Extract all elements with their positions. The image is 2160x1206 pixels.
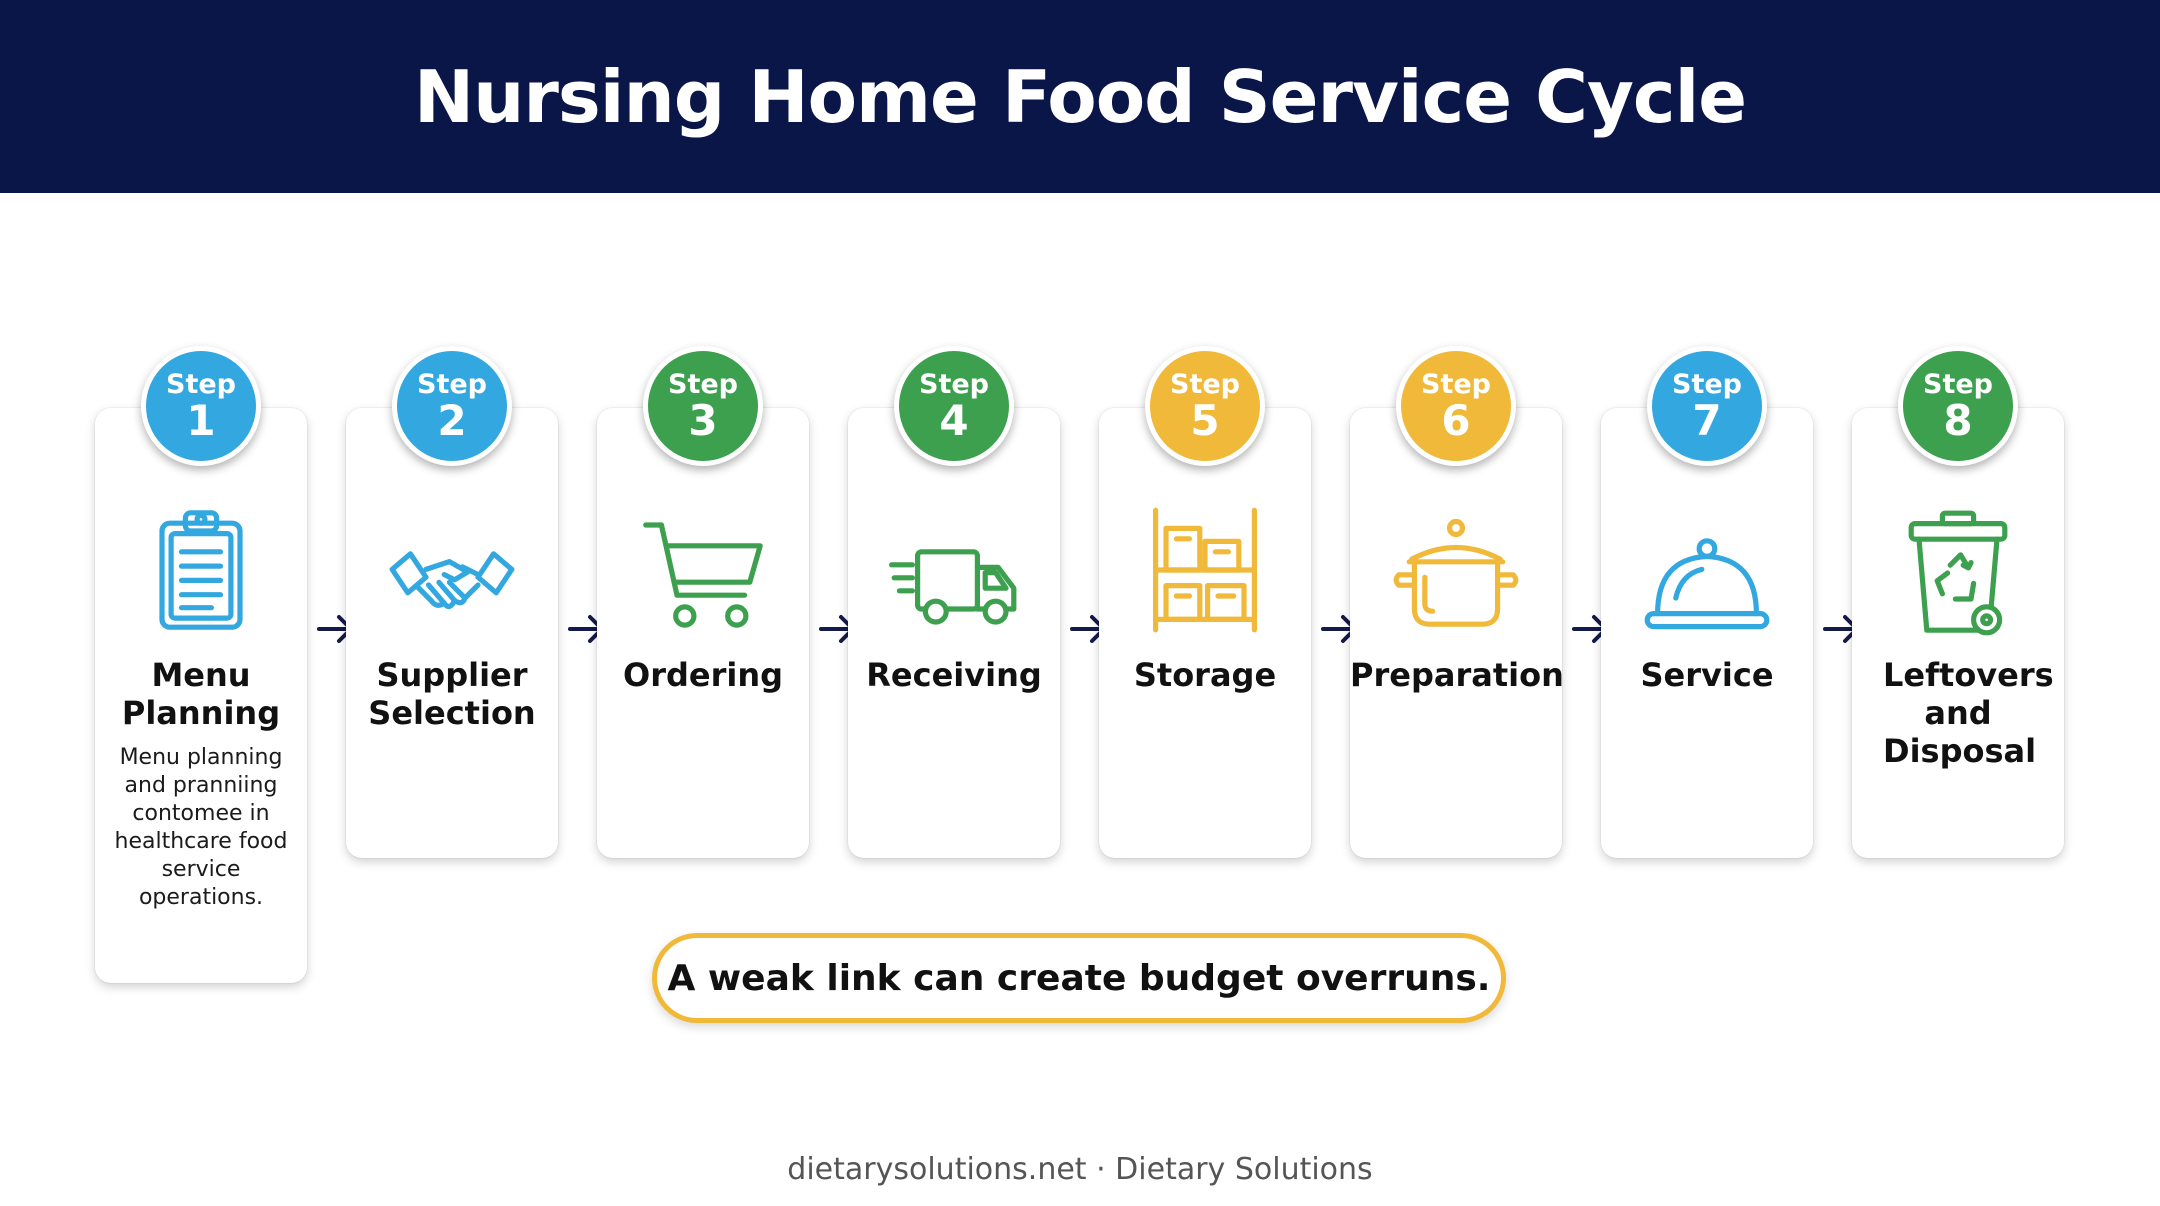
cooking-pot-icon [1386, 515, 1526, 645]
step-word: Step [668, 369, 738, 400]
step-number: 1 [186, 396, 216, 445]
callout-box: A weak link can create budget overruns. [652, 933, 1506, 1023]
step-title: Receiving [866, 656, 1042, 694]
step-number: 8 [1943, 396, 1973, 445]
step-card [1099, 408, 1311, 858]
step-title: Service [1640, 656, 1774, 694]
step-title: Leftovers and Disposal [1883, 656, 2054, 770]
step-description: Menu planning and pranniing contomee in … [114, 745, 288, 910]
recycle-bin-icon [1888, 508, 2028, 638]
shopping-cart-icon [633, 512, 773, 642]
step-number: 5 [1190, 396, 1220, 445]
step-word: Step [1923, 369, 1993, 400]
step-title: Menu Planning [121, 656, 281, 732]
header-banner: Nursing Home Food Service Cycle [0, 0, 2160, 193]
step-word: Step [166, 369, 236, 400]
step-card [597, 408, 809, 858]
delivery-truck-icon [884, 518, 1024, 648]
step-title: Supplier Selection [368, 656, 536, 732]
step-number: 7 [1692, 396, 1722, 445]
step-number: 2 [437, 396, 467, 445]
step-title: Storage [1133, 656, 1277, 694]
page-title: Nursing Home Food Service Cycle [413, 54, 1747, 139]
step-card [848, 408, 1060, 858]
step-card [346, 408, 558, 858]
step-card [1852, 408, 2064, 858]
handshake-icon [382, 520, 522, 650]
step-number: 3 [688, 396, 718, 445]
step-card [1601, 408, 1813, 858]
footer-credit: dietarysolutions.net · Dietary Solutions [787, 1152, 1373, 1187]
step-word: Step [1672, 369, 1742, 400]
step-number: 6 [1441, 396, 1471, 445]
storage-shelf-icon [1135, 505, 1275, 635]
step-word: Step [417, 369, 487, 400]
step-number: 4 [939, 396, 969, 445]
step-word: Step [1170, 369, 1240, 400]
step-card [1350, 408, 1562, 858]
clipboard-icon [131, 505, 271, 635]
step-title: Ordering [622, 656, 784, 694]
serving-cloche-icon [1637, 520, 1777, 650]
step-word: Step [1421, 369, 1491, 400]
step-title: Preparation [1350, 656, 1564, 694]
step-word: Step [919, 369, 989, 400]
step-card [95, 408, 307, 983]
